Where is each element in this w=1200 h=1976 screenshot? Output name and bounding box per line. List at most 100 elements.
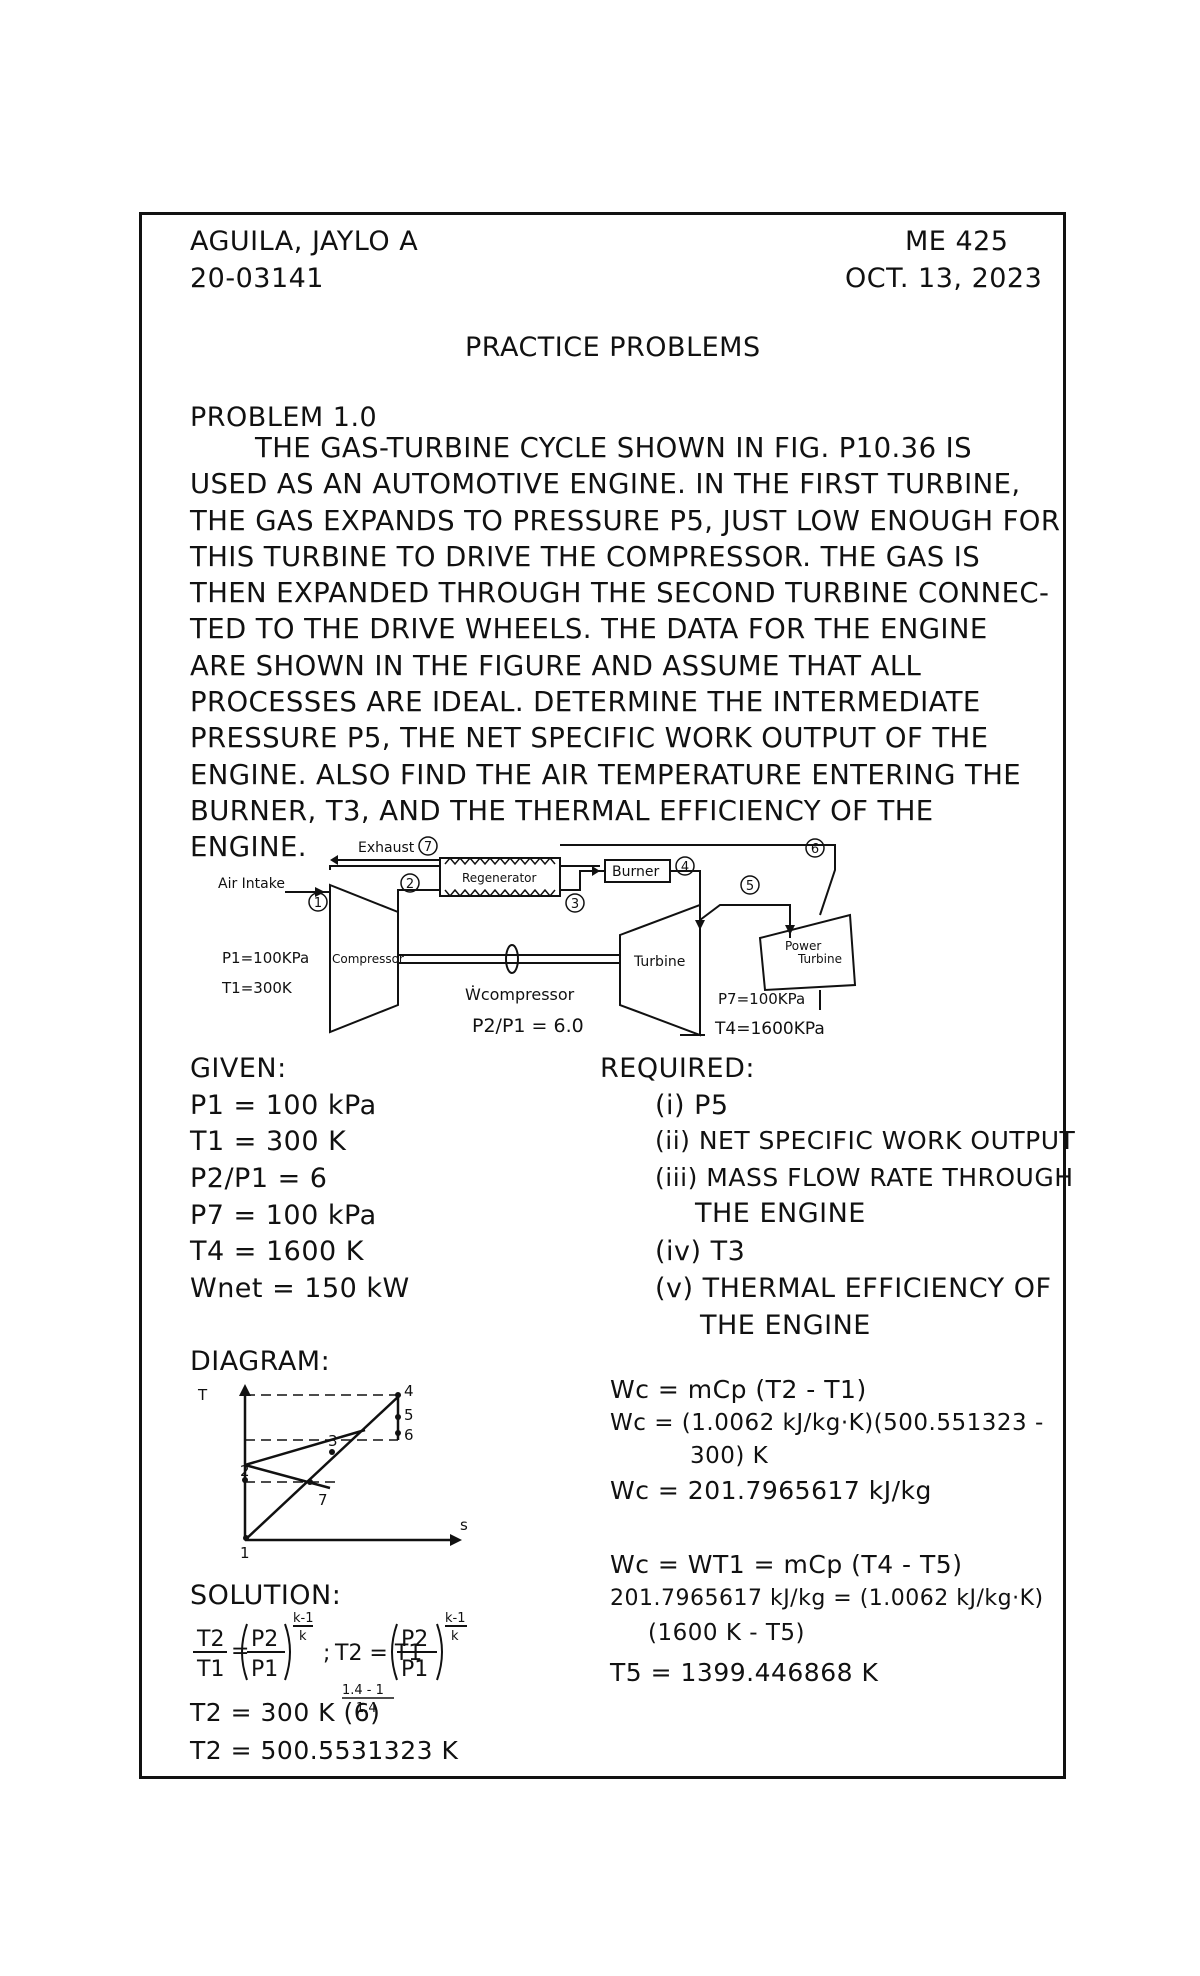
regenerator-label: Regenerator xyxy=(462,871,537,885)
eq2-p1: P1 xyxy=(401,1657,428,1682)
p7-label: P7=100KPa xyxy=(718,990,805,1008)
power-turbine-shape xyxy=(758,913,857,992)
power-turbine-label-1: Power xyxy=(785,939,821,953)
s-axis-label: s xyxy=(460,1516,468,1534)
given-item: P1 = 100 kPa xyxy=(190,1090,377,1121)
t5-result: T5 = 1399.446868 K xyxy=(610,1658,879,1687)
problem-line: ARE SHOWN IN THE FIGURE AND ASSUME THAT … xyxy=(190,649,922,682)
wc-line-1: Wc = mCp (T2 - T1) xyxy=(610,1375,867,1404)
state-6: 6 xyxy=(811,842,819,857)
t-axis-label: T xyxy=(197,1386,208,1404)
eq2-p2: P2 xyxy=(401,1627,428,1652)
wc-line-2: Wc = (1.0062 kJ/kg·K)(500.551323 - xyxy=(610,1410,1044,1436)
compressor-shape xyxy=(329,883,399,1034)
t1-label: T1=300K xyxy=(221,979,293,997)
compressor-label: Compressor xyxy=(332,952,404,966)
exp-num: k-1 xyxy=(293,1611,314,1626)
required-item: (iv) T3 xyxy=(655,1236,746,1267)
turbine-shape xyxy=(619,903,701,1037)
given-item: P7 = 100 kPa xyxy=(190,1200,377,1231)
problem-line: TED TO THE DRIVE WHEELS. THE DATA FOR TH… xyxy=(190,613,988,646)
t2-exponent: 1.4 - 1 1.4 xyxy=(342,1683,394,1716)
problem-line: ENGINE. ALSO FIND THE AIR TEMPERATURE EN… xyxy=(190,758,1022,791)
pressure-ratio-label: P2/P1 = 6.0 xyxy=(472,1015,584,1037)
given-item: T4 = 1600 K xyxy=(190,1236,364,1267)
solution-label: SOLUTION: xyxy=(190,1580,342,1611)
page-title: PRACTICE PROBLEMS xyxy=(465,332,761,363)
t4-label: T4=1600KPa xyxy=(714,1019,825,1039)
course-code: ME 425 xyxy=(905,226,1009,257)
date: OCT. 13, 2023 xyxy=(845,263,1043,294)
state-1: 1 xyxy=(314,896,322,911)
ts-point-3: 3 xyxy=(328,1432,338,1450)
burner-label: Burner xyxy=(612,864,659,880)
problem-line: THE GAS EXPANDS TO PRESSURE P5, JUST LOW… xyxy=(190,504,1061,537)
state-7: 7 xyxy=(424,840,432,855)
p1-label: P1=100KPa xyxy=(222,949,309,967)
given-item: T1 = 300 K xyxy=(190,1126,347,1157)
diagram-label: DIAGRAM: xyxy=(190,1346,331,1377)
t2-substitution: T2 = 300 K (6) xyxy=(190,1698,381,1727)
eq2-exp-num: k-1 xyxy=(445,1611,466,1626)
power-turbine-label-2: Turbine xyxy=(797,952,842,966)
p2-num: P2 xyxy=(251,1627,278,1652)
required-label: REQUIRED: xyxy=(600,1053,756,1084)
svg-text:=: = xyxy=(231,1639,249,1664)
required-item: (ii) NET SPECIFIC WORK OUTPUT xyxy=(655,1126,1076,1155)
problem-label: PROBLEM 1.0 xyxy=(190,402,378,433)
t2-num: T2 xyxy=(196,1627,224,1652)
problem-statement: THE GAS-TURBINE CYCLE SHOWN IN FIG. P10.… xyxy=(190,430,1061,866)
exp-1-4-minus-1: 1.4 - 1 xyxy=(342,1683,384,1698)
problem-line: USED AS AN AUTOMOTIVE ENGINE. IN THE FIR… xyxy=(190,468,1021,501)
ts-point-2: 2 xyxy=(240,1462,250,1480)
exhaust-label: Exhaust xyxy=(358,840,415,856)
ts-point-4: 4 xyxy=(404,1382,414,1400)
state-3: 3 xyxy=(571,897,579,912)
turbine-label: Turbine xyxy=(633,954,685,970)
exp-den: k xyxy=(299,1629,307,1644)
required-item: THE ENGINE xyxy=(695,1198,866,1229)
problem-line: PRESSURE P5, THE NET SPECIFIC WORK OUTPU… xyxy=(190,722,989,755)
regenerator-coil xyxy=(444,856,556,866)
problem-line: BURNER, T3, AND THE THERMAL EFFICIENCY O… xyxy=(190,794,934,827)
given-item: P2/P1 = 6 xyxy=(190,1163,328,1194)
t1-den: T1 xyxy=(196,1657,224,1682)
eq2-lhs: T2 = T1 xyxy=(334,1641,422,1666)
w-compressor-label: Ẇcompressor xyxy=(465,985,575,1004)
student-name: AGUILA, JAYLO A xyxy=(190,226,419,257)
required-item: (i) P5 xyxy=(655,1090,729,1121)
problem-line: THE GAS-TURBINE CYCLE SHOWN IN FIG. P10.… xyxy=(255,432,972,464)
page-border xyxy=(139,212,1066,1779)
state-5: 5 xyxy=(746,879,754,894)
wc-line-3: 300) K xyxy=(690,1443,769,1469)
wc-line-4: Wc = 201.7965617 kJ/kg xyxy=(610,1476,932,1505)
ts-point-6: 6 xyxy=(404,1426,414,1444)
wc-line-6: 201.7965617 kJ/kg = (1.0062 kJ/kg·K) xyxy=(610,1586,1044,1611)
ts-diagram: T s 1 2 3 4 5 6 7 xyxy=(197,1382,468,1562)
eq2-exp-den: k xyxy=(451,1629,459,1644)
p1-den: P1 xyxy=(251,1657,278,1682)
wc-line-7: (1600 K - T5) xyxy=(648,1620,805,1646)
given-label: GIVEN: xyxy=(190,1053,287,1084)
isentropic-relation: T2 T1 = P2 P1 ; T2 = T1 P2 P1 k-1 k k-1 … xyxy=(193,1611,467,1682)
state-2: 2 xyxy=(406,877,414,892)
wc-line-5: Wc = WT1 = mCp (T4 - T5) xyxy=(610,1550,963,1579)
required-item: THE ENGINE xyxy=(700,1310,871,1341)
required-item: (iii) MASS FLOW RATE THROUGH xyxy=(655,1163,1074,1192)
problem-line: ENGINE. xyxy=(190,831,307,864)
exp-1-4: 1.4 xyxy=(356,1701,377,1716)
problem-line: PROCESSES ARE IDEAL. DETERMINE THE INTER… xyxy=(190,686,981,719)
t2-result: T2 = 500.5531323 K xyxy=(190,1736,459,1765)
ts-point-1: 1 xyxy=(240,1544,250,1562)
given-item: Wnet = 150 kW xyxy=(190,1273,410,1304)
ts-point-5: 5 xyxy=(404,1406,414,1424)
state-4: 4 xyxy=(681,860,689,875)
semicolon: ; xyxy=(323,1641,330,1666)
student-id: 20-03141 xyxy=(190,263,324,294)
air-intake-label: Air Intake xyxy=(218,876,285,892)
ts-point-7: 7 xyxy=(318,1491,328,1509)
problem-line: THEN EXPANDED THROUGH THE SECOND TURBINE… xyxy=(190,577,1050,610)
required-item: (v) THERMAL EFFICIENCY OF xyxy=(655,1273,1052,1304)
problem-line: THIS TURBINE TO DRIVE THE COMPRESSOR. TH… xyxy=(190,540,981,573)
